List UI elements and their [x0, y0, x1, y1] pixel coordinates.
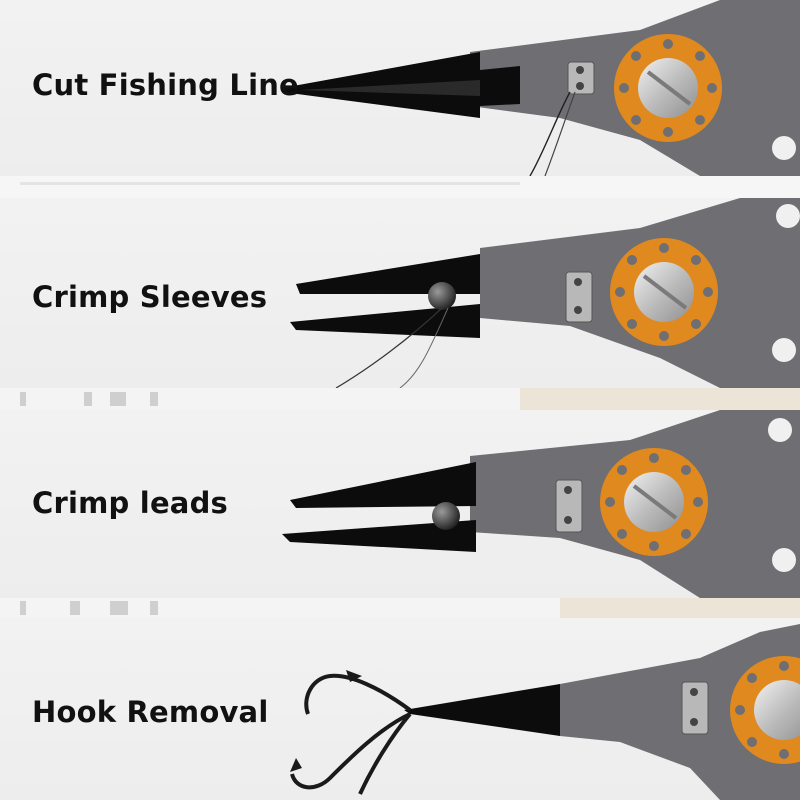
panel-crimp-leads: Crimp leads: [0, 410, 800, 598]
feature-label-crimp-sleeves: Crimp Sleeves: [32, 280, 268, 314]
feature-label-hook-removal: Hook Removal: [32, 695, 269, 729]
separator-strip: [0, 176, 800, 198]
pliers-cut-line-illustration: [282, 0, 800, 176]
panel-crimp-sleeves: Crimp Sleeves: [0, 198, 800, 388]
separator-strip: [0, 388, 800, 410]
separator-strip: [0, 598, 800, 618]
pliers-hook-removal-illustration: [290, 624, 800, 800]
feature-label-cut-fishing-line: Cut Fishing Line: [32, 68, 299, 102]
panel-cut-fishing-line: Cut Fishing Line: [0, 0, 800, 176]
pliers-crimp-sleeves-illustration: [290, 198, 800, 388]
panel-hook-removal: Hook Removal: [0, 618, 800, 800]
pliers-crimp-leads-illustration: [282, 410, 800, 598]
feature-label-crimp-leads: Crimp leads: [32, 486, 228, 520]
